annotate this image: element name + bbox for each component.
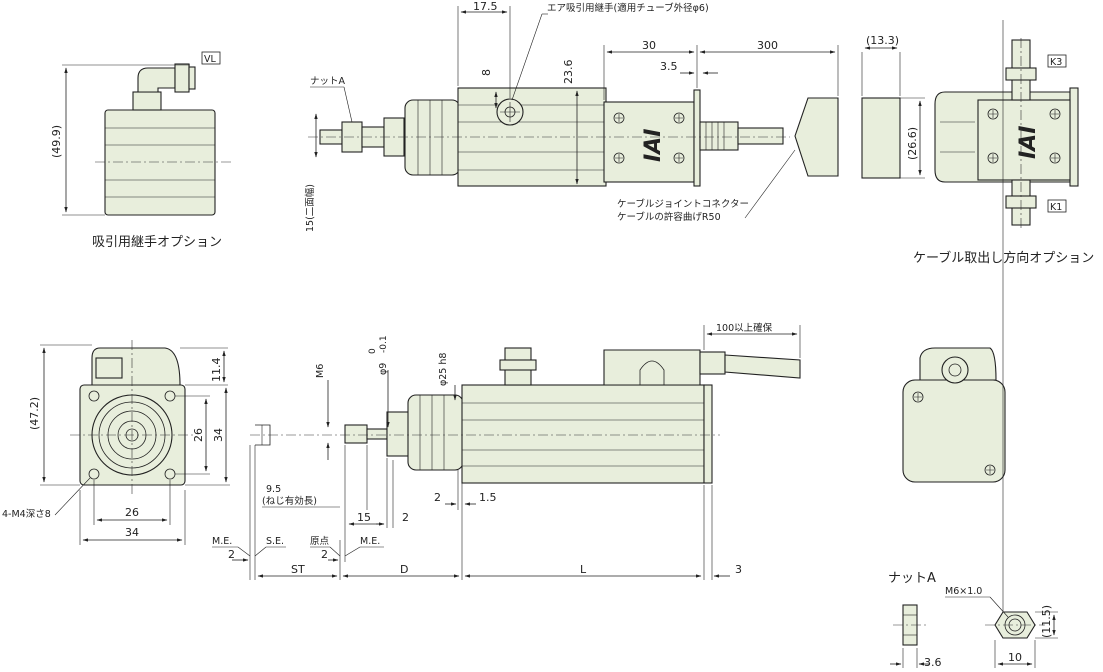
dim-26-v: 26 (192, 428, 205, 442)
dim-26-h: 26 (125, 506, 139, 519)
dim-2-b: 2 (402, 511, 409, 524)
cable-bend-label: ケーブルの許容曲げR50 (617, 211, 721, 223)
nut-a-caption: ナットA (888, 571, 936, 586)
dim-l: L (580, 563, 587, 576)
dim-300: 300 (757, 39, 778, 52)
phi9-label: φ9 (378, 363, 389, 375)
dim-30: 30 (642, 39, 656, 52)
dim-1-5: 1.5 (479, 491, 497, 504)
m4-depth-label: 4-M4深さ8 (2, 509, 51, 520)
suction-elbow-fitting (132, 63, 196, 111)
phi25-label: φ25 h8 (438, 353, 449, 386)
phi9-tol-upper: 0 (368, 348, 378, 354)
bellows-top (404, 99, 461, 176)
k3-label: K3 (1050, 57, 1062, 68)
m6x1-label: M6×1.0 (945, 586, 982, 597)
dim-2-c: 2 (228, 548, 235, 561)
phi9-tol-lower: -0.1 (379, 335, 389, 353)
dim-34-v: 34 (212, 428, 225, 442)
dim-47-2: (47.2) (28, 397, 41, 430)
suction-joint-option-view: VL (49.9) 吸引用継手オプション (50, 51, 232, 250)
dim-15: 15 (357, 511, 371, 524)
me-right-label: M.E. (360, 536, 380, 547)
two-face-width-label: 15(二面幅) (304, 184, 316, 232)
nut-a-detail: ナットA 3.6 M6×1.0 (11.5) 10 (888, 20, 1058, 669)
front-view: (47.2) 11.4 26 34 26 34 4-M4深さ8 (2, 340, 230, 545)
dim-d: D (400, 563, 408, 576)
dim-23-6: 23.6 (562, 60, 575, 85)
air-joint-label: エア吸引用継手(適用チューブ外径φ6) (547, 2, 709, 14)
mounting-holes (88, 390, 176, 480)
top-side-view: IAI 17.5 エア吸引用継手(適用チューブ外径φ6) 8 (304, 0, 839, 232)
iai-logo-option: IAI (1016, 126, 1041, 159)
se-label: S.E. (266, 536, 284, 547)
dim-8: 8 (480, 69, 493, 76)
vl-label: VL (204, 54, 216, 65)
dim-26-6: (26.6) (906, 127, 919, 160)
screw-icons-option (987, 108, 1061, 164)
dim-11-4: 11.4 (210, 358, 223, 383)
suction-option-caption: 吸引用継手オプション (92, 235, 222, 250)
origin-label: 原点 (310, 536, 330, 547)
m6-label: M6 (315, 364, 326, 378)
dim-13-3: (13.3) (866, 34, 899, 47)
me-left-label: M.E. (212, 536, 232, 547)
dim-2-d: 2 (321, 548, 328, 561)
nut-a-label: ナットA (310, 76, 346, 87)
dim-2-a: 2 (434, 491, 441, 504)
cable-option-caption: ケーブル取出し方向オプション (913, 250, 1094, 266)
bellows-side (407, 394, 464, 471)
thread-length-note: (ねじ有効長) (262, 495, 317, 507)
rear-view (902, 347, 1006, 483)
k1-label: K1 (1050, 202, 1062, 213)
dim-st: ST (291, 563, 305, 576)
dim-17-5: 17.5 (473, 0, 498, 13)
cable-reserve-label: 100以上確保 (716, 322, 773, 334)
cable-direction-option-view: (13.3) (26.6) IAI K3 K1 ケーブル取出し方向オプション (861, 34, 1094, 266)
dim-11-5: (11.5) (1040, 605, 1053, 638)
dim-3-6: 3.6 (924, 656, 942, 669)
thread-length-value: 9.5 (266, 484, 281, 495)
dim-3: 3 (735, 563, 742, 576)
screw-icons-top (613, 112, 685, 164)
dim-10: 10 (1008, 651, 1022, 664)
cable-joint-connector (699, 121, 784, 151)
iai-logo-top: IAI (641, 129, 666, 162)
dim-3-5: 3.5 (660, 60, 678, 73)
cable-connector-label: ケーブルジョイントコネクター (617, 198, 749, 210)
dim-49-9: (49.9) (50, 125, 63, 158)
side-view: 100以上確保 M6 φ9 0 -0.1 φ25 h8 9.5 (ねじ有効長) … (212, 322, 801, 580)
dim-34-h: 34 (125, 526, 139, 539)
